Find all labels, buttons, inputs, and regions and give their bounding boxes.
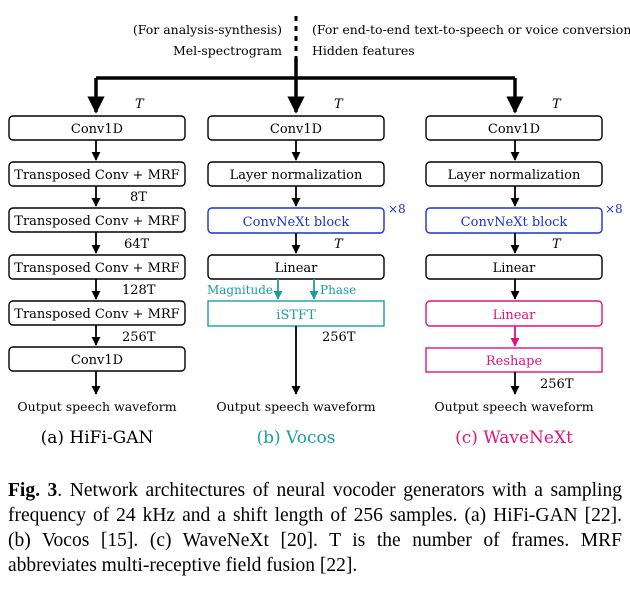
wavenext-frames-mid: T xyxy=(552,237,562,252)
hifigan-conv-out-box xyxy=(8,346,186,372)
wavenext-output: Output speech waveform xyxy=(434,399,593,414)
hifigan-up1-label: Transposed Conv + MRF xyxy=(14,168,179,183)
top-right-note: (For end-to-end text-to-speech or voice … xyxy=(312,22,630,37)
hifigan-frames-1: 8T xyxy=(130,190,147,205)
hifigan-conv-in-label: Conv1D xyxy=(71,122,123,137)
wavenext-layernorm-label: Layer normalization xyxy=(448,168,581,183)
hifigan-frames-3: 128T xyxy=(122,283,156,298)
figure-caption: Fig. 3. Network architectures of neural … xyxy=(8,478,622,578)
vocos-title: (b) Vocos xyxy=(257,428,336,448)
vocos-istft-label: iSTFT xyxy=(276,308,316,323)
hifigan-conv-in-box xyxy=(8,115,186,141)
hifigan-up4-box xyxy=(8,300,186,326)
hifigan-frames-2: 64T xyxy=(124,237,150,252)
hifigan-column: T Conv1D Transposed Conv + MRF 8T Transp… xyxy=(8,97,186,448)
wavenext-linear2-label: Linear xyxy=(493,308,537,323)
vocos-phase-label: Phase xyxy=(320,283,356,297)
hifigan-up1-box xyxy=(8,161,186,187)
vocos-layernorm-label: Layer normalization xyxy=(230,168,363,183)
wavenext-convnext-label: ConvNeXt block xyxy=(461,215,568,230)
vocos-conv-in-label: Conv1D xyxy=(270,122,322,137)
hifigan-up3-box xyxy=(8,254,186,280)
wavenext-linear2-box xyxy=(425,300,603,327)
wavenext-frames-out: 256T xyxy=(540,377,574,392)
vocos-repeat: ×8 xyxy=(388,202,406,216)
hifigan-conv-out-label: Conv1D xyxy=(71,353,123,368)
vocos-magnitude-label: Magnitude xyxy=(207,283,273,297)
wavenext-reshape-label: Reshape xyxy=(486,354,543,369)
hifigan-up2-label: Transposed Conv + MRF xyxy=(14,214,179,229)
wavenext-reshape-box xyxy=(425,347,603,373)
wavenext-convnext-box xyxy=(425,207,603,234)
architecture-diagram: (For analysis-synthesis) Mel-spectrogram… xyxy=(8,16,630,448)
vocos-output: Output speech waveform xyxy=(216,399,375,414)
wavenext-repeat: ×8 xyxy=(605,202,623,216)
hifigan-output: Output speech waveform xyxy=(17,399,176,414)
wavenext-linear1-label: Linear xyxy=(493,261,537,276)
hifigan-frames-in: T xyxy=(135,97,145,112)
top-right-label: Hidden features xyxy=(312,43,415,58)
hifigan-up3-label: Transposed Conv + MRF xyxy=(14,261,179,276)
vocos-istft-box xyxy=(207,300,385,327)
wavenext-frames-in: T xyxy=(552,97,562,112)
vocos-frames-mid: T xyxy=(334,237,344,252)
top-left-label: Mel-spectrogram xyxy=(173,43,282,58)
wavenext-conv-in-label: Conv1D xyxy=(488,122,540,137)
caption-text: . Network architectures of neural vocode… xyxy=(8,480,622,576)
wavenext-title: (c) WaveNeXt xyxy=(455,428,573,448)
caption-label: Fig. 3 xyxy=(8,480,58,501)
vocos-linear-box xyxy=(207,254,385,280)
hifigan-frames-4: 256T xyxy=(122,330,156,345)
wavenext-column: T Conv1D Layer normalization ConvNeXt bl… xyxy=(425,97,623,448)
wavenext-layernorm-box xyxy=(425,161,603,187)
vocos-convnext-label: ConvNeXt block xyxy=(243,215,350,230)
hifigan-up4-label: Transposed Conv + MRF xyxy=(14,307,179,322)
vocos-column: T Conv1D Layer normalization ConvNeXt bl… xyxy=(207,97,406,448)
hifigan-title: (a) HiFi-GAN xyxy=(41,428,154,448)
hifigan-up2-box xyxy=(8,207,186,233)
wavenext-conv-in-box xyxy=(425,115,603,141)
wavenext-linear1-box xyxy=(425,254,603,280)
vocos-frames-out: 256T xyxy=(322,330,356,345)
top-left-note: (For analysis-synthesis) xyxy=(133,22,282,37)
vocos-linear-label: Linear xyxy=(275,261,319,276)
vocos-frames-in: T xyxy=(334,97,344,112)
